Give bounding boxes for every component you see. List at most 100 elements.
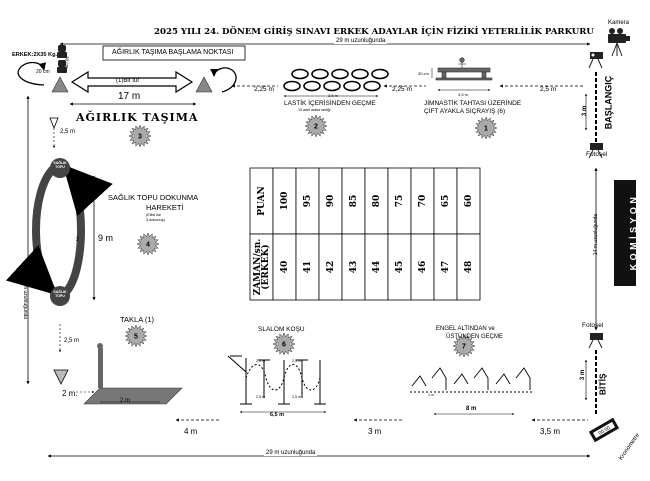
start-gate-icon — [588, 52, 603, 69]
beam-height-label: 30 cm — [418, 71, 429, 76]
station-badge-2: 2 — [304, 114, 328, 138]
station-badge-7: 7 — [452, 334, 476, 358]
station-badge-5: 5 — [124, 324, 148, 348]
right-turn-arrow — [210, 67, 237, 93]
station-number: 1 — [484, 126, 488, 133]
ball-side-no: 2 — [76, 237, 79, 243]
slalom-small-2: 2,5 m — [292, 359, 301, 363]
finish-dist: 3 m — [580, 369, 587, 381]
points-cell: 65 — [441, 195, 451, 208]
commission-label: K O M İ S Y O N — [628, 196, 639, 271]
roll-person-icon — [97, 343, 103, 388]
points-cell: 85 — [349, 195, 359, 208]
left-side-dist: 14 m uzunluğunda — [22, 277, 29, 320]
round-trip-label: (1)Bir tur — [116, 78, 140, 84]
weight-label: ERKEK:2X35 Kg. — [12, 52, 58, 58]
roll-label: TAKLA (1) — [120, 315, 155, 324]
fotosel-top: Fotosel — [586, 151, 608, 158]
camera-label: Kamera — [608, 20, 630, 26]
hurdle-small: 1 m — [428, 393, 434, 397]
left-turn-arrow — [17, 61, 47, 86]
cone-3 — [53, 369, 69, 385]
slalom-small-1: 2,5 m — [256, 359, 265, 363]
hurdle-label-2: ÜSTÜNDEN GEÇME — [446, 334, 504, 340]
right-side-dist: 14 m uzunluğunda — [593, 213, 600, 256]
station-number: 7 — [462, 344, 466, 351]
time-cell: 44 — [372, 261, 382, 274]
roll-mat-dist: 2 m — [120, 398, 131, 404]
slalom-label: SLALOM KOŞU — [258, 326, 305, 333]
ball-top-icon — [50, 158, 70, 178]
dist-3m-bottom: 3 m — [368, 427, 382, 436]
top-distance-label: 29 m uzunluğunda — [334, 38, 388, 44]
fotosel-bottom: Fotosel — [582, 322, 604, 329]
time-cell: 46 — [418, 261, 428, 274]
bottom-distance-label: 29 m uzunluğunda — [264, 450, 318, 456]
points-cell: 95 — [303, 195, 313, 208]
roll-mat — [83, 387, 183, 405]
roll-dist-left: 2 m. — [62, 389, 78, 398]
slalom-total: 6,5 m — [270, 412, 285, 418]
points-cell: 80 — [372, 195, 382, 208]
beam-label-1: JİMNASTİK TAHTASI ÜZERİNDE — [424, 100, 522, 107]
gym-beam-icon — [435, 57, 493, 81]
slalom-course — [227, 355, 326, 405]
start-post-icon — [588, 143, 603, 159]
chronometer-icon: 00:00 — [588, 417, 620, 443]
time-header: ZAMAN/sn. — [253, 239, 263, 296]
svg-text:00:00: 00:00 — [598, 425, 612, 437]
ball-note-1: (Ellisi ise — [146, 213, 161, 217]
page-title: 2025 YILI 24. DÖNEM GİRİŞ SINAVI ERKEK A… — [154, 27, 594, 37]
time-cell: 47 — [441, 261, 451, 274]
ball-label-2: HAREKETİ — [146, 203, 184, 212]
time-cell: 48 — [464, 261, 474, 274]
dist-35m: 3,5 m — [540, 427, 561, 436]
slalom-small-3: 2,5 m — [256, 395, 265, 399]
station-badge-3: 3 — [128, 124, 152, 148]
points-header: PUAN — [257, 186, 267, 216]
dist-4m: 4 m — [184, 427, 198, 436]
time-cell: 43 — [349, 261, 359, 274]
time-cell: 40 — [280, 261, 290, 274]
weight-carry-arrow — [70, 70, 194, 94]
tires-dist-left: 2,25 m — [254, 86, 274, 93]
finish-gate-icon — [588, 333, 603, 349]
finish-label: BİTİŞ — [597, 373, 608, 396]
time-cell: 41 — [303, 261, 313, 274]
ball-bottom-label: SAĞLIK TOPU — [53, 290, 67, 298]
camera-icon — [608, 28, 630, 57]
hurdle-course — [410, 367, 532, 393]
beam-label-2: ÇİFT AYAKLA SIÇRAYIŞ (6) — [424, 108, 506, 115]
hurdle-total: 8 m — [466, 406, 477, 412]
start-dist: 3 m — [582, 105, 589, 117]
start-label: BAŞLANGIÇ — [603, 75, 614, 130]
tire-group — [283, 68, 389, 92]
weight-section-label: AĞIRLIK TAŞIMA — [76, 111, 199, 124]
hurdle-label-1: ENGEL ALTINDAN ve — [436, 326, 495, 332]
ball-top-label: SAĞLIK TOPU — [53, 161, 67, 169]
points-cell: 60 — [464, 195, 474, 208]
station-number: 4 — [146, 242, 150, 249]
slalom-small-4: 2,5 m — [292, 395, 301, 399]
left-gap-bottom: 2,5 m — [64, 338, 80, 344]
ball-loop-arrow-left — [5, 165, 58, 296]
cone-1 — [51, 76, 69, 93]
beam-width-label: 3,5 m — [458, 92, 469, 97]
dist-20cm: 20 cm — [36, 69, 50, 75]
weight-icon — [57, 45, 67, 73]
points-cell: 70 — [418, 195, 428, 208]
ball-note-2: 3 dokunuş) — [146, 218, 165, 222]
points-cell: 100 — [280, 192, 290, 211]
tires-dist-right: 2,25 m — [392, 86, 412, 93]
time-cell: 45 — [395, 261, 405, 274]
start-gap: 2,5 m — [540, 86, 557, 93]
commission-box — [614, 180, 636, 286]
tires-width-label: 3,5 m — [328, 93, 339, 98]
time-header-sub: (ERKEK) — [260, 244, 271, 289]
station-number: 6 — [282, 342, 286, 349]
left-gap-top: 2,5 m — [60, 129, 76, 135]
ball-loop-arrow-right — [62, 164, 113, 295]
